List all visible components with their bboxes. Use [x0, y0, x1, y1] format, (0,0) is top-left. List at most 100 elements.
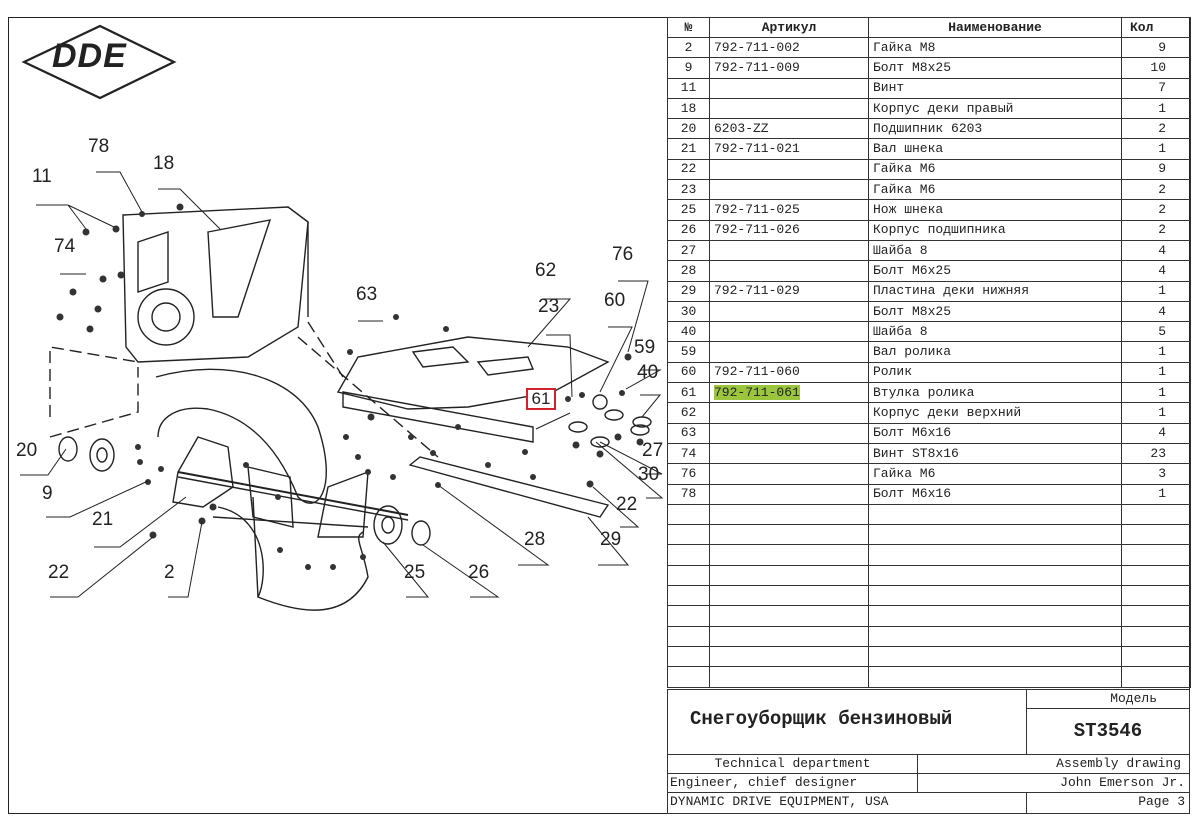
- cell-article: 792-711-002: [709, 36, 869, 59]
- empty-cell: [1121, 564, 1191, 587]
- empty-cell: [709, 503, 869, 526]
- cell-qty-text: 1: [1158, 141, 1166, 157]
- empty-cell: [1121, 524, 1191, 546]
- cell-name-text: Втулка ролика: [873, 384, 975, 400]
- title-block: Снегоуборщик бензиновый Модель ST3546 Te…: [667, 689, 1190, 814]
- cell-qty-text: 2: [1158, 202, 1166, 218]
- auger-blade-right: [317, 470, 369, 538]
- cell-qty: 1: [1121, 361, 1191, 384]
- cell-num: 59: [667, 341, 710, 363]
- cell-article-text: 792-711-002: [714, 39, 800, 55]
- cell-name-text: Болт М6х16: [873, 486, 952, 502]
- cell-name-text: Винт: [873, 80, 905, 96]
- cell-name-text: Корпус деки правый: [873, 100, 1014, 116]
- cell-num-text: 28: [680, 262, 697, 278]
- cell-name-text: Гайка М6: [873, 465, 936, 481]
- cell-name-text: Вал ролика: [873, 344, 952, 360]
- cell-name-text: Корпус подшипника: [873, 222, 1006, 238]
- cell-num-text: 11: [680, 80, 697, 96]
- page-number: Page 3: [1026, 792, 1190, 814]
- bearing-housing-left: [89, 438, 115, 472]
- cell-article: 792-711-029: [709, 280, 869, 302]
- cell-article-text: 792-711-025: [714, 202, 800, 218]
- cell-num-text: 23: [680, 181, 697, 197]
- cell-qty-text: 4: [1158, 425, 1166, 441]
- empty-table-row: [667, 503, 1191, 526]
- cell-qty-text: 2: [1158, 120, 1166, 136]
- cell-qty: 4: [1121, 239, 1191, 262]
- cell-name-text: Шайба 8: [873, 323, 928, 339]
- cell-article: [709, 239, 869, 262]
- cell-name-text: Подшипник 6203: [873, 120, 983, 136]
- cell-name: Втулка ролика: [868, 382, 1122, 404]
- cell-num-text: 62: [680, 404, 697, 420]
- callout-78: 78: [88, 136, 110, 157]
- cell-num: 60: [667, 361, 710, 384]
- cell-article: [709, 442, 869, 465]
- cell-name-text: Винт ST8x16: [873, 445, 959, 461]
- empty-table-row: [667, 645, 1191, 668]
- auger-shroud-lower: [217, 506, 369, 611]
- table-row: 25 792-711-025 Нож шнека 2: [667, 199, 1191, 221]
- callout-63: 63: [356, 284, 378, 305]
- cell-article: [709, 260, 869, 282]
- cell-name-text: Болт М6х16: [873, 425, 952, 441]
- cell-name: Болт М8х25: [868, 300, 1122, 323]
- empty-cell: [667, 605, 710, 627]
- cell-name-text: Вал шнека: [873, 141, 944, 157]
- empty-cell: [1121, 503, 1191, 526]
- cell-article: 792-711-061: [709, 382, 869, 404]
- header-article: Артикул: [709, 17, 869, 38]
- cell-qty: 1: [1121, 382, 1191, 404]
- callout-22-right: 22: [616, 494, 638, 515]
- cell-num-text: 25: [680, 202, 697, 218]
- cell-qty-text: 7: [1158, 80, 1166, 96]
- callout-61-highlighted: 61: [526, 388, 556, 410]
- empty-cell: [667, 645, 710, 668]
- cell-name: Болт М8х25: [868, 57, 1122, 79]
- bearing-left: [58, 436, 78, 462]
- empty-cell: [709, 524, 869, 546]
- cell-qty: 9: [1121, 36, 1191, 59]
- cell-name-text: Ролик: [873, 364, 913, 380]
- cell-name-text: Нож шнека: [873, 202, 944, 218]
- empty-cell: [1121, 544, 1191, 566]
- cell-qty-text: 1: [1158, 486, 1166, 502]
- callout-26: 26: [468, 562, 490, 583]
- cell-name: Гайка М6: [868, 463, 1122, 485]
- cell-num: 29: [667, 280, 710, 302]
- cell-qty: 1: [1121, 483, 1191, 505]
- auger-blade-left: [172, 436, 234, 508]
- cell-qty: 2: [1121, 219, 1191, 241]
- cell-num: 18: [667, 97, 710, 120]
- company-name: DYNAMIC DRIVE EQUIPMENT, USA: [667, 792, 1027, 814]
- cell-article-text: 792-711-021: [714, 141, 800, 157]
- auger-blade-center: [247, 466, 294, 528]
- cell-name: Гайка М6: [868, 179, 1122, 201]
- cell-qty: 4: [1121, 422, 1191, 444]
- bearing-housing-right: [373, 505, 403, 545]
- empty-cell: [868, 503, 1122, 526]
- cell-name: Нож шнека: [868, 199, 1122, 221]
- empty-table-row: [667, 625, 1191, 647]
- callout-60: 60: [604, 290, 626, 311]
- cell-article: [709, 179, 869, 201]
- cell-qty: 1: [1121, 280, 1191, 302]
- cell-qty-text: 5: [1158, 323, 1166, 339]
- cell-num: 27: [667, 239, 710, 262]
- empty-cell: [868, 544, 1122, 566]
- header-num: №: [667, 17, 710, 38]
- callout-40: 40: [637, 362, 659, 383]
- exploded-assembly-drawing: DDE 78 18 11 74 62 76 63 23 60 59 40 61 …: [8, 17, 666, 814]
- cell-num: 2: [667, 36, 710, 59]
- empty-cell: [709, 544, 869, 566]
- cell-qty-text: 1: [1158, 283, 1166, 299]
